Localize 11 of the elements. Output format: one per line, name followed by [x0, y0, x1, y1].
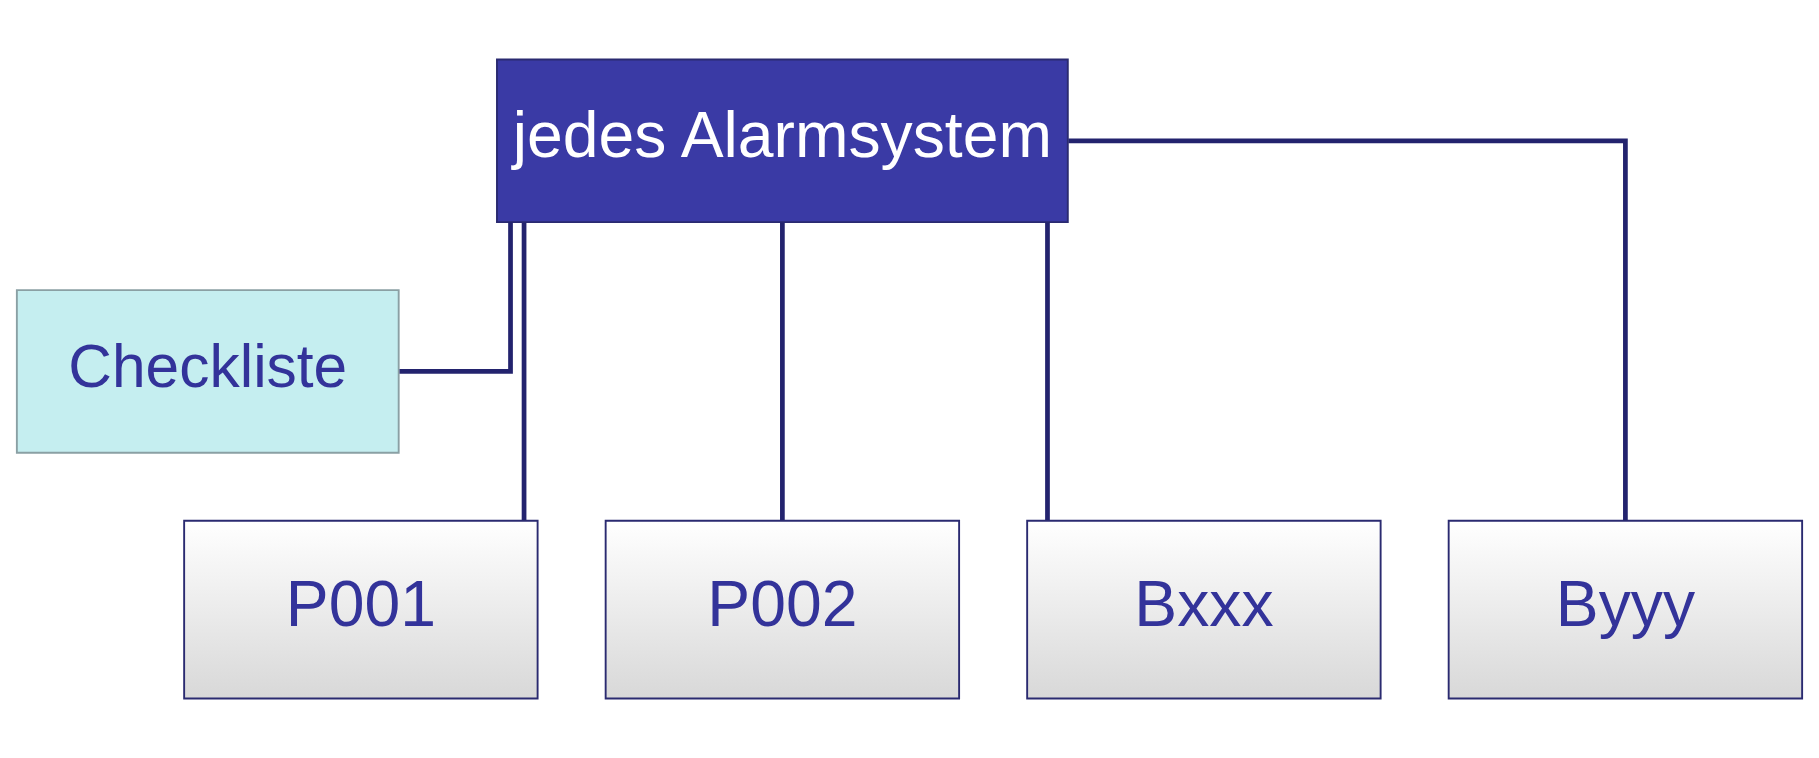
- connector: [780, 222, 785, 521]
- node-box: P001: [183, 519, 539, 700]
- node-box: Bxxx: [1026, 519, 1382, 700]
- node-box: P002: [604, 519, 961, 700]
- connector: [521, 222, 527, 521]
- connector: [399, 222, 513, 374]
- node-box: jedes Alarmsystem: [496, 58, 1069, 224]
- connector: [1045, 222, 1050, 521]
- node-box: Checkliste: [15, 289, 400, 454]
- node-box: Byyy: [1447, 519, 1804, 700]
- connector: [1068, 138, 1628, 521]
